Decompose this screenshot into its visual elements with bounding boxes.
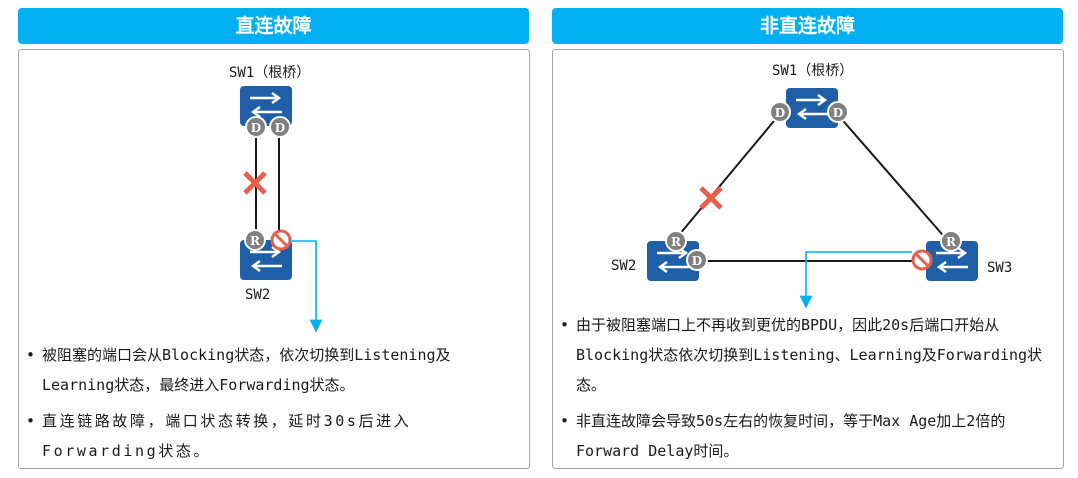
bullet-item: 被阻塞的端口会从Blocking状态，依次切换到Listening及Learni… <box>26 340 522 400</box>
switch-icon-sw1 <box>786 88 838 128</box>
switch-icon-sw1 <box>240 86 292 126</box>
left-bullets: 被阻塞的端口会从Blocking状态，依次切换到Listening及Learni… <box>26 340 522 466</box>
sw1-label: SW1（根桥） <box>772 63 853 79</box>
switch-icon-sw2 <box>647 241 699 281</box>
link-sw1-sw2 <box>673 114 780 242</box>
fault-x-icon <box>243 171 267 195</box>
sw2-label: SW2 <box>611 258 636 274</box>
port-d-icon: D <box>245 116 267 138</box>
pointer-arrow <box>799 251 912 309</box>
blocked-port-icon <box>270 229 292 251</box>
svg-text:D: D <box>275 121 285 135</box>
sw3-label: SW3 <box>987 260 1012 276</box>
bullet-item: 由于被阻塞端口上不再收到更优的BPDU，因此20s后端口开始从Blocking状… <box>560 310 1058 400</box>
port-r-icon: R <box>665 230 687 252</box>
right-bullets: 由于被阻塞端口上不再收到更优的BPDU，因此20s后端口开始从Blocking状… <box>560 310 1058 466</box>
sw1-label: SW1（根桥） <box>229 65 310 81</box>
svg-text:D: D <box>251 121 261 135</box>
svg-text:D: D <box>833 106 843 120</box>
left-panel-title: 直连故障 <box>18 8 529 44</box>
link-sw1-sw3 <box>837 114 949 242</box>
port-r-icon: R <box>244 229 266 251</box>
port-d-icon: D <box>769 101 791 123</box>
sw2-label: SW2 <box>245 287 270 303</box>
svg-text:D: D <box>692 254 702 268</box>
right-panel-title: 非直连故障 <box>552 8 1063 44</box>
svg-text:R: R <box>250 234 261 248</box>
svg-text:D: D <box>775 106 785 120</box>
fault-x-icon <box>699 186 723 210</box>
bullet-item: 非直连故障会导致50s左右的恢复时间，等于Max Age加上2倍的Forward… <box>560 406 1058 466</box>
blocked-port-icon <box>911 249 933 271</box>
bullet-item: 直连链路故障，端口状态转换，延时30s后进入Forwarding状态。 <box>26 406 522 466</box>
port-d-icon: D <box>686 249 708 271</box>
svg-text:R: R <box>946 235 957 249</box>
port-d-icon: D <box>827 101 849 123</box>
switch-icon-sw3 <box>926 241 978 281</box>
port-r-icon: R <box>940 230 962 252</box>
pointer-arrow <box>290 240 323 333</box>
port-d-icon: D <box>269 116 291 138</box>
svg-text:R: R <box>671 235 682 249</box>
